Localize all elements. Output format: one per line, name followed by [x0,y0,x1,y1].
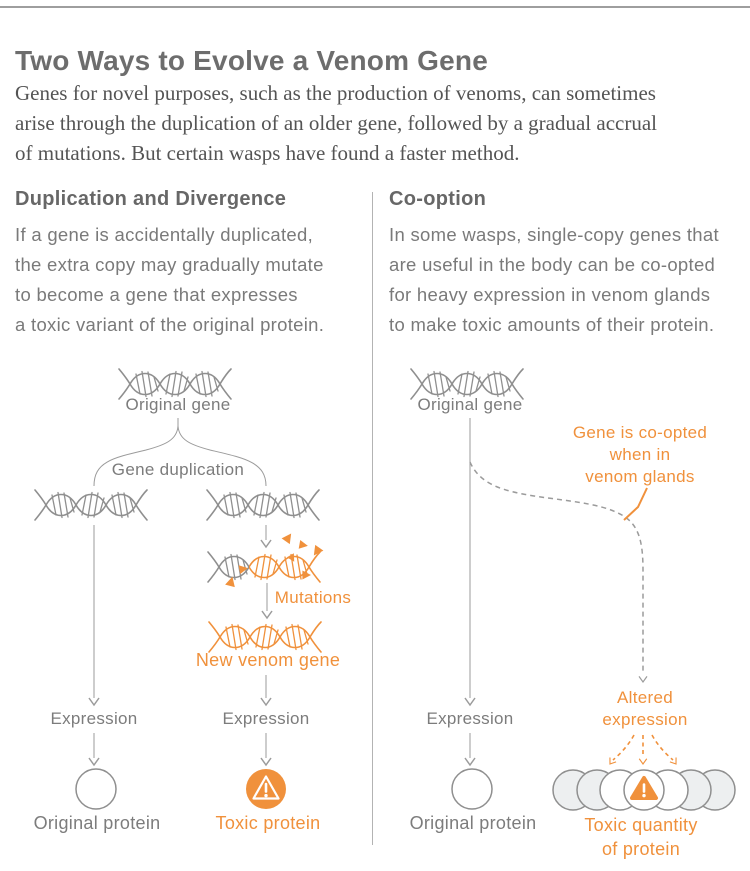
intro-line: arise through the duplication of an olde… [15,111,658,135]
page-title: Two Ways to Evolve a Venom Gene [15,44,488,76]
note-line: Gene is co-opted [572,423,708,442]
mutations-label: Mutations [274,588,352,607]
expression-label: Expression [50,709,138,728]
altered-expression-label: Altered expression [602,687,687,731]
co-opted-note: Gene is co-opted when in venom glands [573,422,707,488]
original-protein-icon [451,768,493,810]
body-line: are useful in the body can be co-opted [389,254,716,275]
co-option-dashed-connector [469,461,648,683]
body-line: to become a gene that expresses [15,284,298,305]
altered-expression-fan-arrows [606,734,680,767]
warning-triangle-icon [246,769,286,809]
original-protein-label: Original protein [409,813,537,833]
original-protein-label: Original protein [33,813,161,833]
arrow-icon [88,733,272,766]
diagram-artwork [34,368,736,811]
left-column-text: Duplication and Divergence If a gene is … [15,188,360,340]
label-line: of protein [601,839,681,859]
original-protein-icon [75,768,117,810]
toxic-protein-label: Toxic protein [215,813,321,833]
right-column-body: In some wasps, single-copy genes that ar… [389,220,739,340]
body-line: to make toxic amounts of their protein. [389,314,715,335]
left-column-heading: Duplication and Divergence [15,188,287,210]
dna-helix-icon [34,489,148,521]
arrow-icon [260,525,272,548]
right-column-text: Co-option In some wasps, single-copy gen… [389,188,739,340]
toxic-quantity-label: Toxic quantity of protein [584,813,697,861]
label-line: Toxic quantity [584,815,698,835]
body-line: for heavy expression in venom glands [389,284,711,305]
body-line: a toxic variant of the original protein. [15,314,325,335]
venom-dna-helix-icon [208,621,322,653]
note-line: venom glands [585,467,695,486]
original-gene-label: Original gene [417,395,523,414]
arrow-icon [464,733,476,766]
note-line: when in [609,445,671,464]
label-line: Altered [617,688,673,707]
body-line: In some wasps, single-copy genes that [389,224,719,245]
arrow-icon [88,525,100,706]
new-venom-gene-label: New venom gene [195,650,341,670]
warning-triangle-icon [630,776,658,800]
gene-duplication-label: Gene duplication [111,460,245,479]
intro-line: Genes for novel purposes, such as the pr… [15,81,656,105]
top-rule [0,6,750,8]
body-line: If a gene is accidentally duplicated, [15,224,314,245]
arrow-icon [260,675,272,706]
label-line: expression [602,710,688,729]
left-column-body: If a gene is accidentally duplicated, th… [15,220,360,340]
arrow-icon [261,583,273,619]
column-divider [372,192,373,845]
body-line: the extra copy may gradually mutate [15,254,324,275]
original-gene-label: Original gene [125,395,231,414]
intro-line: of mutations. But certain wasps have fou… [15,141,520,165]
note-pointer-line [623,487,648,521]
right-column-heading: Co-option [389,188,487,210]
arrow-icon [464,418,476,706]
gene-duplication-brace [93,418,267,487]
intro-paragraph: Genes for novel purposes, such as the pr… [15,78,739,168]
mutation-triangle-icon [225,530,324,588]
expression-label: Expression [222,709,310,728]
dna-helix-icon [206,489,320,521]
expression-label: Expression [426,709,514,728]
